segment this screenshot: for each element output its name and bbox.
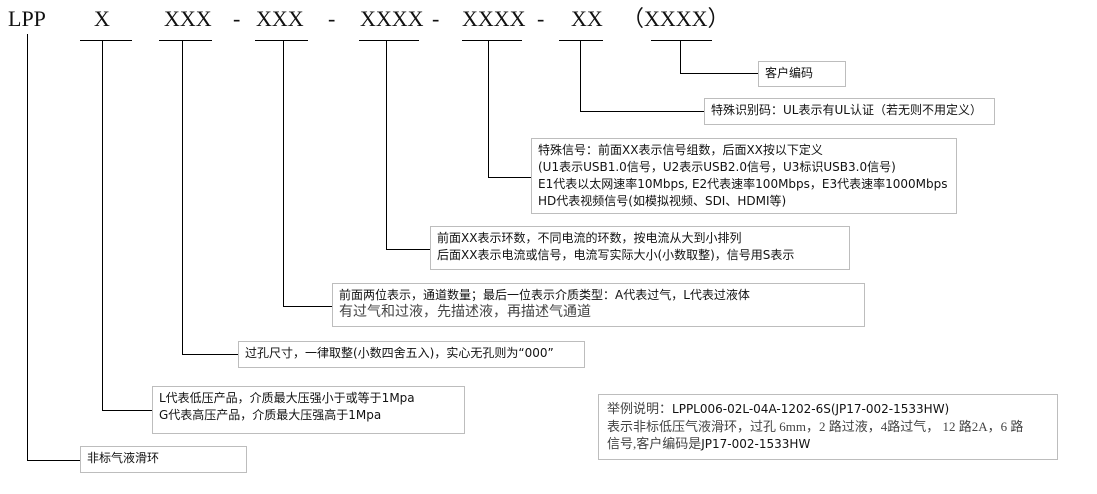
special-signal-line-4: HD代表视频信号(如模拟视频、SDI、HDMI等) (538, 194, 787, 208)
customer-code-box: 客户编码 (758, 61, 846, 87)
code-special: XX (571, 6, 603, 31)
example-code: LPPL006-02L-04A-1202-6S(JP17-002-1533HW) (672, 402, 950, 416)
special-signal-line-1: 特殊信号：前面XX表示信号组数，后面XX按以下定义 (538, 143, 823, 157)
code-dash: - (233, 6, 241, 31)
code-dash: - (432, 6, 440, 31)
customer-code-text: 客户编码 (765, 66, 814, 80)
connector-pressure-h (102, 410, 152, 411)
code-dash: - (537, 6, 545, 31)
special-code-box: 特殊识别码：UL表示有UL认证（若无则不用定义） (704, 98, 995, 125)
connector-signal-v (488, 40, 489, 178)
bore-box: 过孔尺寸，一律取整(小数四舍五入)，实心无孔则为“000” (238, 341, 585, 368)
code-prefix: LPP (8, 6, 46, 31)
code-pressure: X (94, 6, 110, 31)
special-code-text: 特殊识别码：UL表示有UL认证（若无则不用定义） (711, 103, 982, 117)
rings-box: 前面XX表示环数，不同电流的环数，按电流从大到小排列 后面XX表示电流或信号，电… (430, 226, 850, 270)
connector-channels-h (283, 306, 332, 307)
connector-special-h (580, 111, 704, 112)
underline-channels (255, 40, 308, 41)
example-line-1: 举例说明：LPPL006-02L-04A-1202-6S(JP17-002-15… (607, 400, 1049, 418)
code-channels: XXX (256, 6, 304, 31)
example-line-3: 信号,客户编码是JP17-002-1533HW (607, 435, 1049, 453)
code-bore: XXX (164, 6, 212, 31)
underline-rings (359, 40, 419, 41)
connector-prefix-h (27, 460, 80, 461)
connector-prefix-v (27, 34, 28, 461)
code-customer: （XXXX） (622, 6, 730, 31)
connector-special-v (580, 40, 581, 112)
underline-signal (462, 40, 522, 41)
connector-rings-h (386, 249, 430, 250)
underline-customer (651, 40, 712, 41)
nonstandard-box: 非标气液滑环 (80, 446, 247, 473)
connector-bore-h (182, 354, 238, 355)
bore-text: 过孔尺寸，一律取整(小数四舍五入)，实心无孔则为“000” (245, 346, 554, 360)
example-customer-code: JP17-002-1533HW (701, 437, 811, 451)
nonstandard-text: 非标气液滑环 (87, 451, 160, 465)
underline-special (559, 40, 603, 41)
code-rings: XXXX (360, 6, 424, 31)
example-line-2: 表示非标低压气液滑环，过孔 6mm，2 路过液，4路过气， 12 路2A，6 路 (607, 419, 1024, 434)
code-signal: XXXX (462, 6, 526, 31)
example-line-3-prefix: 信号,客户编码是 (607, 436, 702, 451)
special-signal-box: 特殊信号：前面XX表示信号组数，后面XX按以下定义 (U1表示USB1.0信号，… (531, 138, 957, 214)
channels-line-1: 前面两位表示，通道数量；最后一位表示介质类型：A代表过气，L代表过液体 (339, 288, 750, 302)
example-box: 举例说明：LPPL006-02L-04A-1202-6S(JP17-002-15… (598, 394, 1058, 460)
pressure-line-2: G代表高压产品，介质最大压强高于1Mpa (159, 408, 382, 422)
channels-line-2: 有过气和过液，先描述液，再描述气通道 (339, 305, 591, 320)
example-line-1-prefix: 举例说明： (607, 401, 673, 416)
code-dash: - (328, 6, 336, 31)
connector-rings-v (386, 40, 387, 250)
special-signal-line-3: E1代表以太网速率10Mbps, E2代表速率100Mbps，E3代表速率100… (538, 177, 948, 191)
underline-bore (159, 40, 212, 41)
connector-customer-h (680, 73, 758, 74)
connector-pressure-v (102, 40, 103, 411)
connector-customer-v (680, 40, 681, 74)
connector-channels-v (283, 40, 284, 307)
channels-box: 前面两位表示，通道数量；最后一位表示介质类型：A代表过气，L代表过液体 有过气和… (332, 283, 865, 327)
pressure-box: L代表低压产品，介质最大压强小于或等于1Mpa G代表高压产品，介质最大压强高于… (152, 386, 465, 434)
rings-line-2: 后面XX表示电流或信号，电流写实际大小(小数取整)，信号用S表示 (437, 248, 795, 262)
rings-line-1: 前面XX表示环数，不同电流的环数，按电流从大到小排列 (437, 231, 742, 245)
pressure-line-1: L代表低压产品，介质最大压强小于或等于1Mpa (159, 391, 415, 405)
special-signal-line-2: (U1表示USB1.0信号，U2表示USB2.0信号，U3标识USB3.0信号) (538, 160, 896, 174)
connector-signal-h (488, 177, 531, 178)
underline-pressure (80, 40, 132, 41)
connector-bore-v (182, 40, 183, 355)
